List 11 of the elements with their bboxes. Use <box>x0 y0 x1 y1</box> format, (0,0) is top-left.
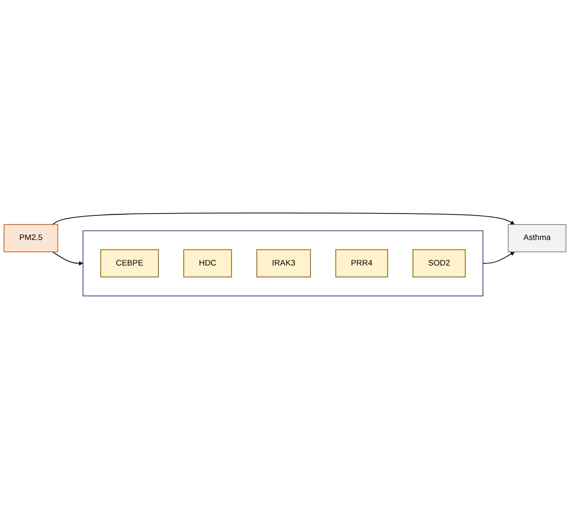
arrow <box>52 250 84 266</box>
node-box: PM2.5 <box>4 224 58 252</box>
arrow <box>52 212 515 224</box>
node-box: IRAK3 <box>256 248 311 277</box>
arrow <box>482 251 515 264</box>
node-box: HDC <box>183 248 232 277</box>
node-box: SOD2 <box>412 248 466 277</box>
node-box: CEBPE <box>100 248 159 277</box>
cluster <box>82 230 484 296</box>
node-box: Asthma <box>508 224 566 252</box>
node-box: PRR4 <box>335 248 388 277</box>
